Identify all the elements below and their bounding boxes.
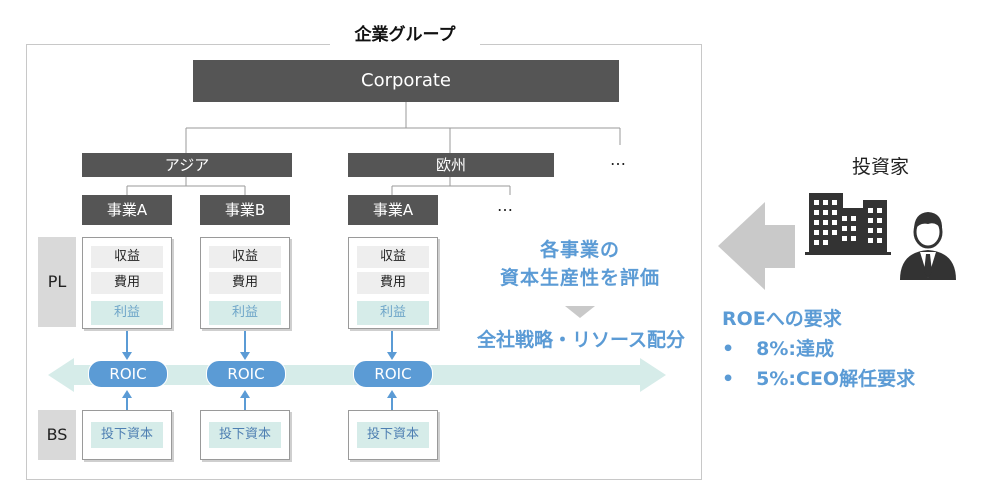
invested-capital-cell: 投下資本 (91, 422, 163, 448)
profit-cell: 利益 (91, 301, 163, 325)
pl-document-a: 収益 費用 利益 (82, 237, 172, 329)
businessman-icon (900, 212, 956, 280)
pl-document-europe-a: 収益 費用 利益 (348, 237, 438, 329)
bullet: • (722, 338, 735, 360)
profit-cell: 利益 (209, 301, 281, 325)
roe-heading: ROEへの要求 (722, 308, 842, 330)
profit-cell: 利益 (357, 301, 429, 325)
cost-cell: 費用 (91, 272, 163, 294)
business-ellipsis: … (497, 196, 513, 215)
left-arrow-icon (718, 202, 795, 290)
corporate-box: Corporate (193, 60, 619, 102)
revenue-cell: 収益 (209, 246, 281, 268)
investor-title: 投資家 (852, 156, 910, 178)
strategy-text: 全社戦略・リソース配分 (476, 329, 686, 351)
roic-badge-b: ROIC (206, 360, 286, 388)
roic-badge-europe-a: ROIC (353, 360, 433, 388)
bs-label: BS (38, 410, 76, 460)
roe-item-2: • 5%:CEO解任要求 (722, 364, 915, 394)
region-asia: アジア (82, 153, 292, 177)
roe-item-1: • 8%:達成 (722, 334, 834, 364)
business-a-europe: 事業A (348, 195, 438, 225)
buildings-icon (805, 193, 891, 255)
down-arrow-icon (565, 306, 595, 318)
revenue-cell: 収益 (357, 246, 429, 268)
roe-item-text: 8%:達成 (756, 338, 835, 360)
cost-cell: 費用 (357, 272, 429, 294)
evaluation-line-2: 資本生産性を評価 (499, 267, 660, 289)
business-b-asia: 事業B (200, 195, 290, 225)
bullet: • (722, 368, 735, 390)
roic-badge-a: ROIC (88, 360, 168, 388)
invested-capital-cell: 投下資本 (209, 422, 281, 448)
evaluation-line-1: 各事業の (539, 239, 620, 261)
cost-cell: 費用 (209, 272, 281, 294)
pl-document-b: 収益 費用 利益 (200, 237, 290, 329)
business-a-asia: 事業A (82, 195, 172, 225)
hierarchy-lines (126, 102, 621, 195)
roe-item-text: 5%:CEO解任要求 (756, 368, 916, 390)
bs-document-europe-a: 投下資本 (348, 410, 438, 460)
revenue-cell: 収益 (91, 246, 163, 268)
pl-label: PL (38, 237, 76, 327)
evaluation-text: 各事業の 資本生産性を評価 (460, 236, 700, 292)
bs-document-a: 投下資本 (82, 410, 172, 460)
bs-document-b: 投下資本 (200, 410, 290, 460)
region-europe: 欧州 (348, 153, 554, 177)
group-title: 企業グループ (330, 22, 480, 48)
region-ellipsis: … (610, 150, 626, 169)
invested-capital-cell: 投下資本 (357, 422, 429, 448)
